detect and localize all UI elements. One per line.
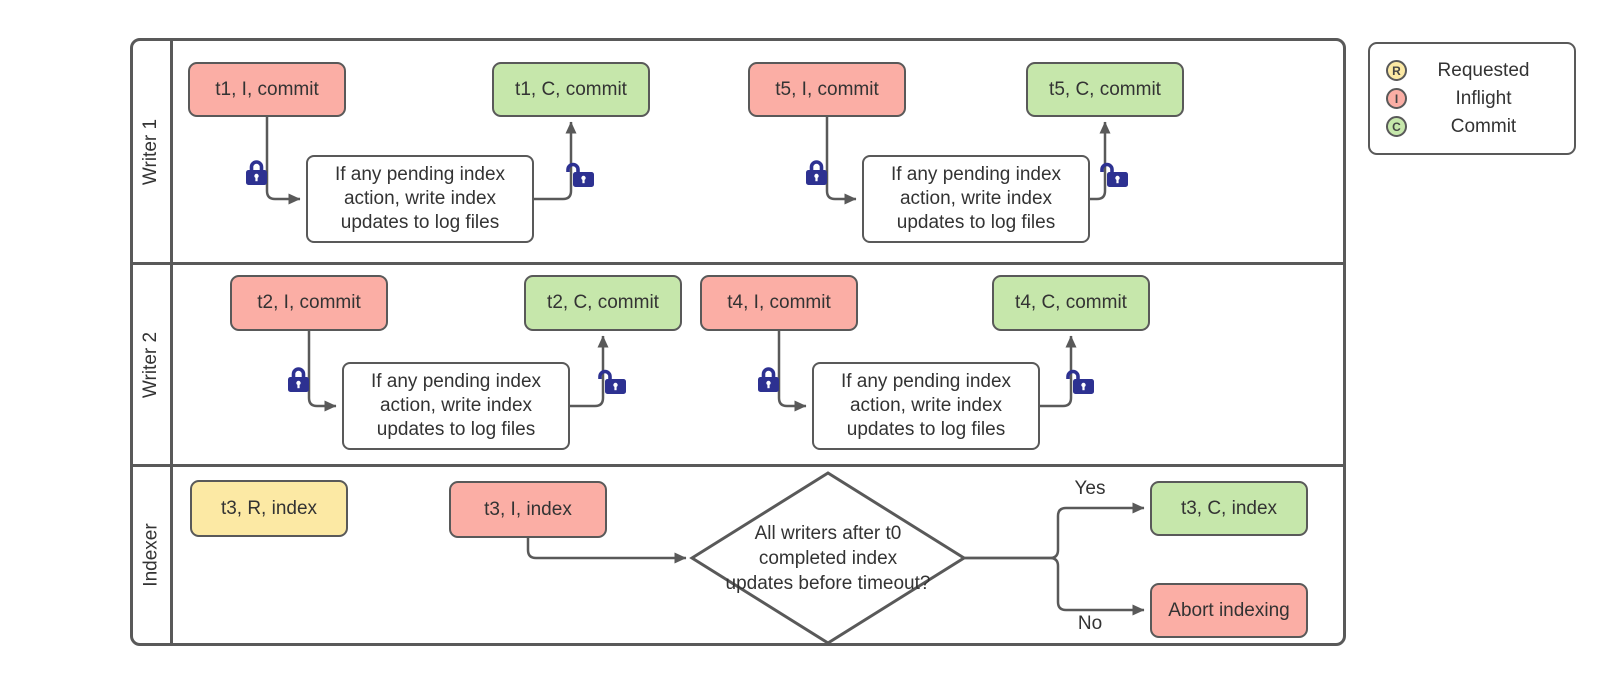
state-box-t3-inflight: t3, I, index	[449, 481, 607, 538]
lane-writer-1: Writer 1	[133, 41, 1343, 262]
lock-closed-icon	[804, 160, 829, 187]
state-box-t5-inflight: t5, I, commit	[748, 62, 906, 117]
state-box-t2-commit: t2, C, commit	[524, 275, 682, 331]
state-box-t1-inflight: t1, I, commit	[188, 62, 346, 117]
legend: R Requested I Inflight C Commit	[1368, 42, 1576, 155]
swimlane-frame: Writer 1 Writer 2 Indexer	[130, 38, 1346, 646]
legend-label-commit: Commit	[1450, 115, 1517, 137]
state-box-t4-commit: t4, C, commit	[992, 275, 1150, 331]
lane-label-writer-2: Writer 2	[133, 265, 173, 464]
state-box-t1-commit: t1, C, commit	[492, 62, 650, 117]
lock-closed-icon	[756, 367, 781, 394]
inflight-badge-icon: I	[1386, 88, 1407, 109]
branch-label-no: No	[1077, 613, 1103, 634]
arrow-t4-inflight-to-note	[777, 331, 807, 412]
lock-closed-icon	[286, 367, 311, 394]
commit-badge-icon: C	[1386, 116, 1407, 137]
arrow-t1-inflight-to-note	[265, 117, 301, 205]
state-box-t4-inflight: t4, I, commit	[700, 275, 858, 331]
arrow-note-to-t4-commit	[1040, 335, 1077, 408]
arrow-note-to-t1-commit	[534, 121, 577, 201]
arrow-note-to-t5-commit	[1090, 121, 1111, 201]
legend-row-inflight: I Inflight	[1386, 85, 1560, 113]
legend-label-inflight: Inflight	[1455, 87, 1512, 109]
note-box-writer2-t4: If any pending index action, write index…	[812, 362, 1040, 450]
note-box-writer2-t2: If any pending index action, write index…	[342, 362, 570, 450]
requested-badge-icon: R	[1386, 60, 1407, 81]
lock-closed-icon	[244, 160, 269, 187]
arrow-t3-inflight-to-decision	[526, 538, 687, 564]
state-box-t2-inflight: t2, I, commit	[230, 275, 388, 331]
arrow-t5-inflight-to-note	[825, 117, 857, 205]
lane-indexer: Indexer	[133, 464, 1343, 643]
note-box-writer1-t5: If any pending index action, write index…	[862, 155, 1090, 243]
lane-label-writer-1: Writer 1	[133, 41, 173, 262]
branch-label-yes: Yes	[1074, 478, 1106, 499]
note-box-writer1-t1: If any pending index action, write index…	[306, 155, 534, 243]
state-box-t5-commit: t5, C, commit	[1026, 62, 1184, 117]
arrow-decision-no	[964, 556, 1145, 616]
arrow-note-to-t2-commit	[570, 335, 609, 408]
abort-indexing-box: Abort indexing	[1150, 583, 1308, 638]
legend-label-requested: Requested	[1437, 59, 1530, 81]
arrow-t2-inflight-to-note	[307, 331, 337, 412]
arrow-decision-yes	[964, 502, 1145, 560]
decision-text: All writers after t0 completed index upd…	[725, 523, 931, 594]
legend-row-commit: C Commit	[1386, 113, 1560, 141]
state-box-t3-commit: t3, C, index	[1150, 481, 1308, 536]
lane-label-indexer: Indexer	[133, 467, 173, 643]
lane-writer-2: Writer 2	[133, 262, 1343, 464]
state-box-t3-requested: t3, R, index	[190, 480, 348, 537]
legend-row-requested: R Requested	[1386, 57, 1560, 85]
